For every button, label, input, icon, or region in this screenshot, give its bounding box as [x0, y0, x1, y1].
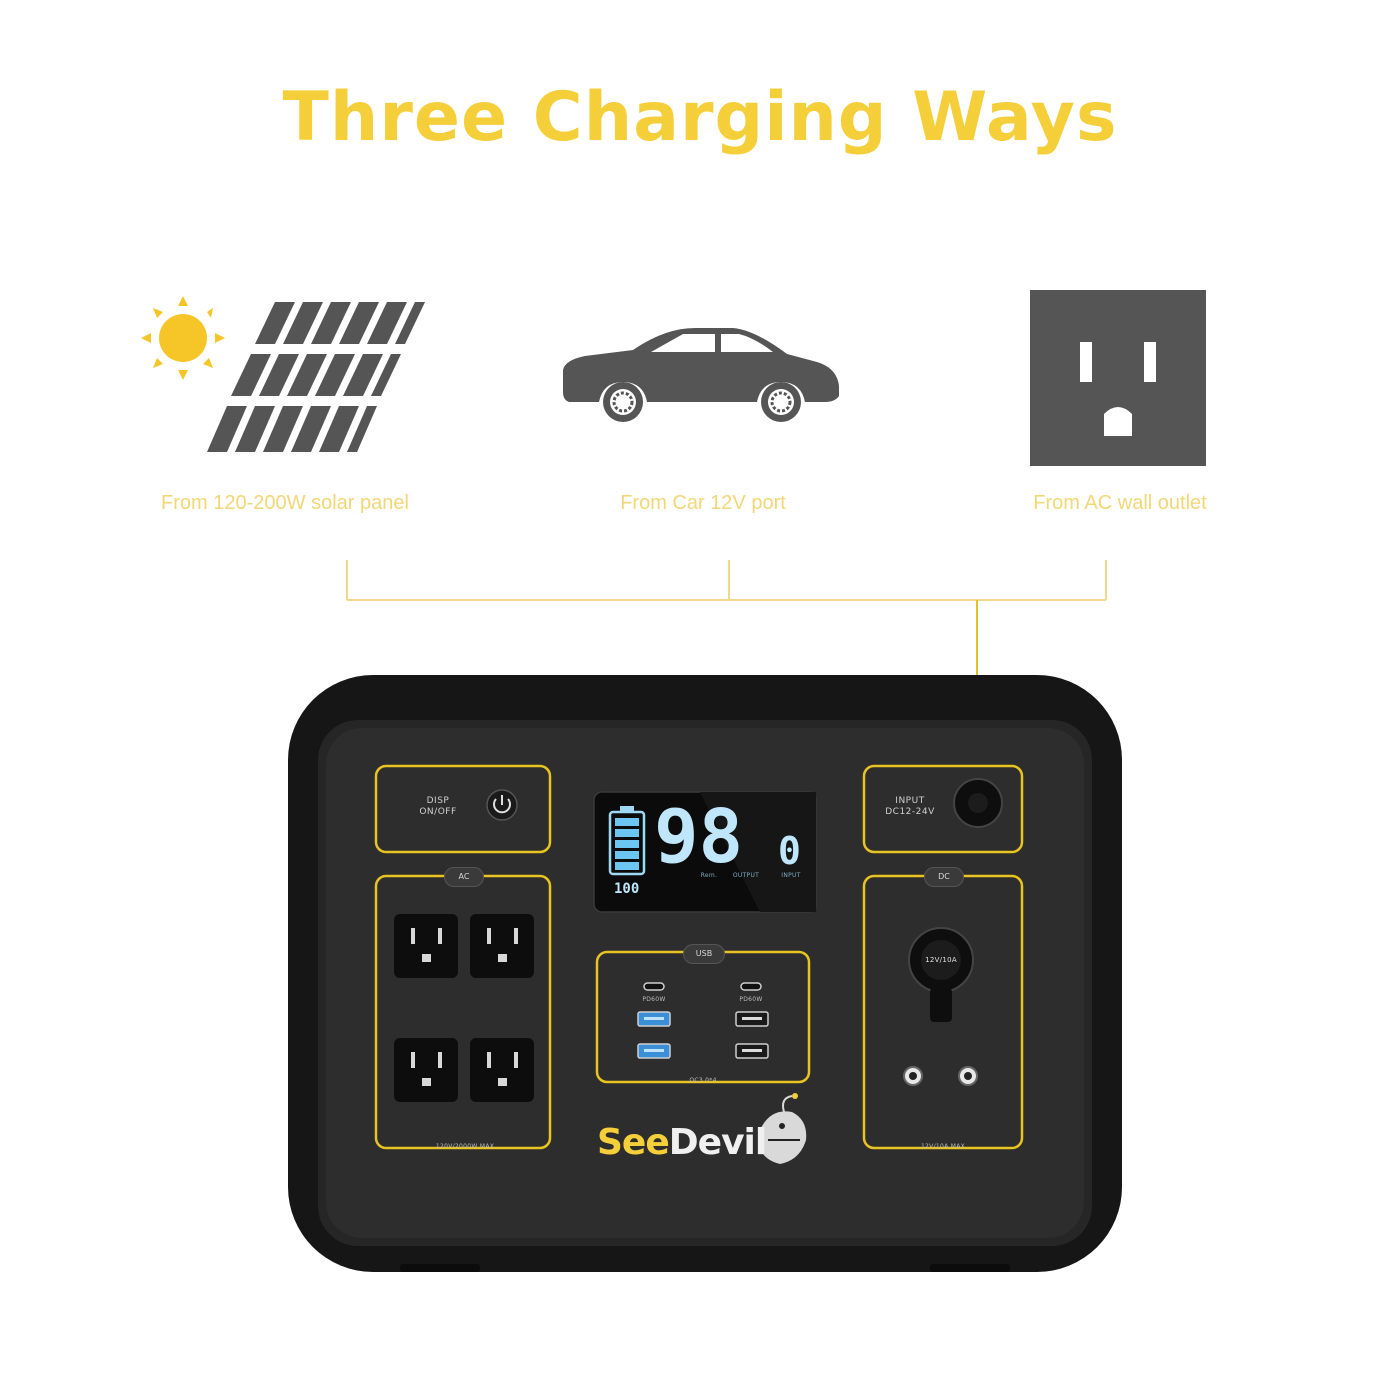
brand-logo: SeeDevil	[597, 1122, 767, 1163]
lcd-rem-label: Rem.	[700, 872, 718, 879]
page-title: Three Charging Ways	[282, 78, 1118, 157]
sun-icon	[141, 296, 225, 380]
lcd-output-label: OUTPUT	[732, 872, 760, 879]
ac-spec-label: 120V/2000W MAX	[435, 1143, 495, 1150]
output-watts-readout: 0	[778, 829, 801, 873]
car-icon	[563, 328, 839, 422]
input-panel	[862, 764, 1024, 854]
solar-panel-icon	[141, 296, 425, 452]
input-label: INPUT DC12-24V	[885, 796, 935, 817]
ac-pill: AC	[444, 867, 484, 887]
caption-ac: From AC wall outlet	[1033, 492, 1207, 514]
dc-spec-label: 12V/10A MAX	[920, 1143, 966, 1150]
usbc-right-label: PD60W	[739, 996, 763, 1003]
disp-panel	[374, 764, 552, 854]
anglerfish-logo-icon	[760, 1093, 807, 1164]
caption-car: From Car 12V port	[620, 492, 786, 514]
dc-pill: DC	[924, 867, 964, 887]
disp-label: DISP ON/OFF	[419, 796, 457, 817]
battery-percent-readout: 98	[654, 794, 744, 880]
caption-solar: From 120-200W solar panel	[161, 492, 409, 514]
usbc-left-label: PD60W	[642, 996, 666, 1003]
usb-spec-label: QC3.0*4	[689, 1077, 717, 1084]
solar-cells	[207, 302, 425, 452]
small-readout: 100	[614, 881, 640, 897]
lcd-input-label: INPUT	[781, 872, 801, 879]
ac-outlet-icon	[1030, 290, 1206, 466]
usb-pill: USB	[683, 944, 725, 964]
car-socket-label: 12V/10A	[925, 956, 957, 964]
wheel-icon	[603, 382, 801, 422]
